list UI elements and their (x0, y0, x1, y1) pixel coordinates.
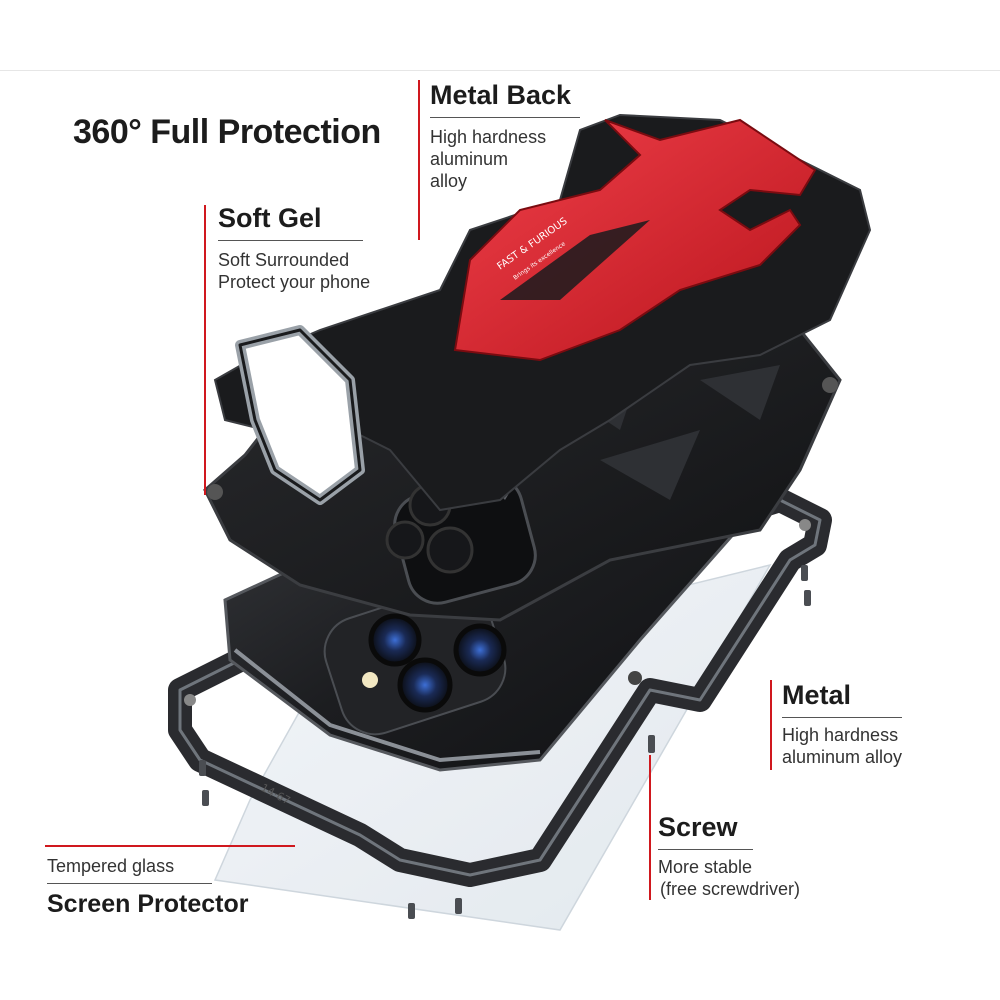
soft-gel-line-1: Soft Surrounded (218, 250, 350, 270)
soft-gel-callout: Soft Gel Soft Surrounded Protect your ph… (218, 203, 370, 293)
metal-line-1: High hardness (782, 725, 899, 745)
metal-back-plate-icon: FAST & FURIOUS Brings its excellence (213, 113, 872, 512)
screw-icon (199, 565, 811, 919)
metal-back-rule (430, 117, 580, 118)
metal-callout: Metal High hardness aluminum alloy (782, 680, 902, 768)
soft-gel-line-2: Protect your phone (218, 272, 371, 292)
metal-leader (770, 680, 772, 770)
screw-rule (658, 849, 753, 850)
page-headline: 360° Full Protection (73, 113, 381, 151)
metal-title: Metal (782, 680, 852, 710)
metal-back-line-2: aluminum (430, 149, 509, 169)
screw-leader (649, 755, 651, 900)
screw-line-2: (free screwdriver) (660, 879, 801, 899)
soft-gel-leader (204, 205, 206, 495)
screen-protector-rule (47, 883, 212, 884)
metal-back-title: Metal Back (430, 80, 572, 110)
screw-title: Screw (658, 812, 738, 842)
metal-rule (782, 717, 902, 718)
screen-protector-callout: Tempered glass Screen Protector (47, 855, 248, 919)
soft-gel-rule (218, 240, 363, 241)
metal-back-line-1: High hardness (430, 127, 547, 147)
screw-callout: Screw More stable (free screwdriver) (658, 812, 800, 900)
screen-protector-leader (45, 845, 295, 847)
screen-protector-title: Screen Protector (47, 890, 249, 918)
screw-line-1: More stable (658, 857, 753, 877)
metal-back-line-3: alloy (430, 171, 468, 191)
top-divider (0, 70, 1000, 71)
soft-gel-title: Soft Gel (218, 203, 322, 233)
metal-back-callout: Metal Back High hardness aluminum alloy (430, 80, 580, 192)
screen-protector-subtitle: Tempered glass (47, 856, 175, 876)
metal-line-2: aluminum alloy (782, 747, 903, 767)
metal-back-leader (418, 80, 420, 240)
